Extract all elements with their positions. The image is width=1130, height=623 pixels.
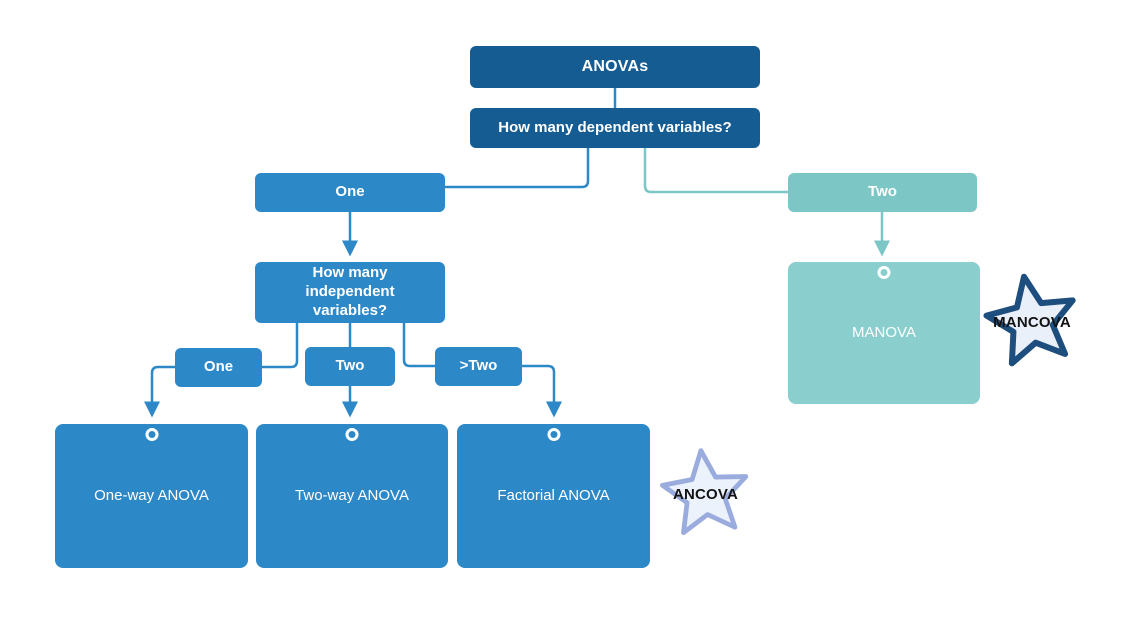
node-two-independent: Two — [305, 347, 395, 386]
ancova-star-icon — [660, 448, 749, 536]
node-one-dependent-label: One — [335, 183, 365, 201]
connection-point-two-way-anova — [345, 428, 359, 441]
node-one-way-anova: One-way ANOVA — [55, 424, 248, 568]
star-mancova: MANCOVA — [972, 262, 1092, 382]
connector-question-to-two — [643, 148, 788, 194]
node-one-independent: One — [175, 348, 262, 387]
star-mancova-label: MANCOVA — [993, 313, 1071, 331]
connector-gt-two-to-factorial-anova — [522, 364, 563, 418]
connection-point-one-way-anova — [145, 428, 158, 441]
node-more-than-two-independent: >Two — [435, 347, 522, 386]
connector-question-to-gt-two-independent — [402, 323, 435, 368]
node-anovas-label: ANOVAs — [581, 58, 649, 75]
connector-question-to-one — [445, 148, 590, 189]
star-ancova-label: ANCOVA — [672, 486, 739, 503]
node-one-way-anova-label: One-way ANOVA — [94, 486, 209, 504]
connector-question-to-one-independent — [262, 323, 299, 369]
node-factorial-anova: Factorial ANOVA — [457, 424, 650, 568]
connection-point-manova — [877, 266, 891, 279]
star-ancova: ANCOVA — [648, 437, 763, 552]
node-anovas: ANOVAs — [470, 46, 760, 88]
node-manova-label: MANOVA — [852, 323, 916, 341]
node-manova: MANOVA — [788, 262, 980, 404]
node-more-than-two-independent-label: >Two — [459, 357, 498, 375]
node-two-way-anova-label: Two-way ANOVA — [295, 486, 409, 504]
node-dependent-variables-question-label: How many dependent variables? — [498, 118, 732, 136]
node-one-dependent: One — [255, 173, 445, 212]
node-one-independent-label: One — [203, 358, 234, 376]
node-independent-variables-question: How many independent variables? — [255, 262, 445, 323]
mancova-star-icon — [983, 273, 1076, 367]
connector-one-to-one-way-anova — [143, 365, 175, 418]
node-factorial-anova-label: Factorial ANOVA — [497, 486, 610, 504]
node-two-dependent: Two — [788, 173, 977, 212]
node-two-independent-label: Two — [335, 357, 365, 375]
node-independent-variables-question-label: How many independent variables? — [305, 264, 395, 319]
node-two-dependent-label: Two — [868, 183, 897, 201]
node-dependent-variables-question: How many dependent variables? — [470, 108, 760, 148]
connection-point-factorial-anova — [547, 428, 560, 441]
node-two-way-anova: Two-way ANOVA — [256, 424, 448, 568]
